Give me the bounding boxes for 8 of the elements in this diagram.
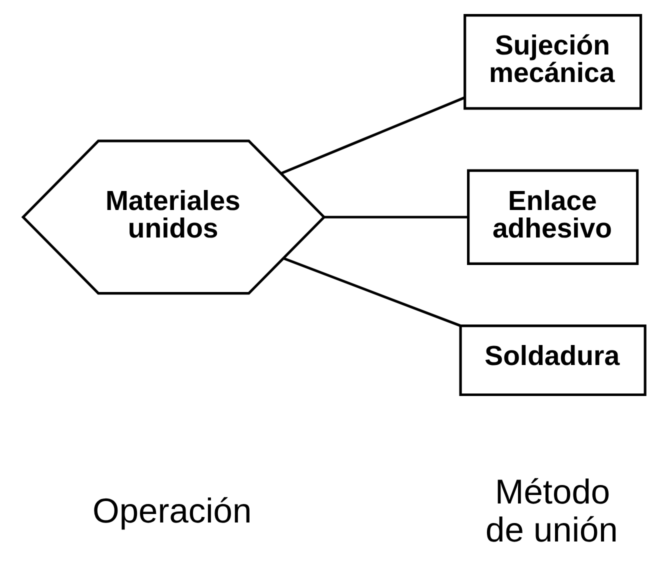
connector (324, 216, 468, 218)
connector (282, 257, 460, 327)
label: Operación (92, 492, 252, 530)
node-box: Soldadura (458, 324, 646, 396)
connector (280, 96, 465, 175)
node-box: Sujeción mecánica (463, 14, 642, 110)
label: Método de unión (485, 473, 618, 550)
node-box: Enlace adhesivo (466, 169, 638, 265)
